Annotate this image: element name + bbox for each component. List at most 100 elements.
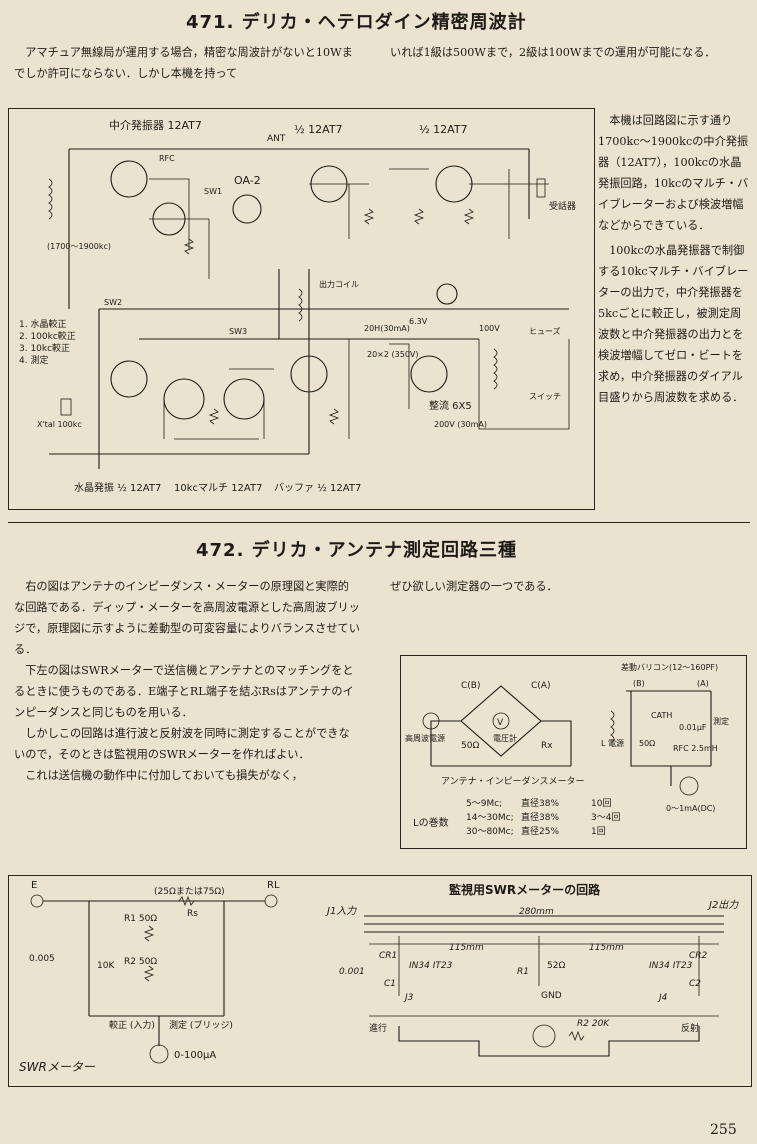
switch-list-1: 1. 水晶較正 bbox=[19, 318, 66, 330]
label-115mm-b: 115mm bbox=[589, 943, 624, 953]
section-472-left-text: 右の図はアンテナのインピーダンス・メーターの原理図と実際的な回路である．ディップ… bbox=[14, 576, 360, 786]
label-meter-range: 0〜1mA(DC) bbox=[666, 804, 715, 813]
label-c1: C1 bbox=[384, 979, 396, 989]
coil-heading: Lの巻数 bbox=[413, 816, 449, 829]
label-cap: 20×2 (350V) bbox=[367, 350, 419, 359]
label-200v: 200V (30mA) bbox=[434, 420, 487, 429]
label-choke: 20H(30mA) bbox=[364, 324, 410, 333]
label-forward: 進行 bbox=[369, 1022, 387, 1034]
label-rx: Rx bbox=[541, 741, 553, 751]
label-rf-source: 高周波電源 bbox=[405, 733, 445, 743]
label-in34-a: IN34 IT23 bbox=[409, 961, 453, 971]
label-a: (A) bbox=[697, 679, 709, 688]
coil-dia-3: 直径25% bbox=[521, 825, 559, 837]
label-52ohm: 52Ω bbox=[547, 961, 565, 971]
side-paragraph-2: 100kcの水晶発振器で制御する10kcマルチ・バイブレーターの出力で，中介発振… bbox=[598, 244, 749, 404]
impedance-caption: アンテナ・インピーダンスメーター bbox=[441, 775, 584, 787]
right-paragraph-1: ぜひ欲しい測定器の一つである． bbox=[390, 580, 558, 593]
label-tube-oa2: OA-2 bbox=[234, 174, 261, 187]
label-0001: 0.001 bbox=[339, 967, 365, 977]
left-paragraph-2: 下左の図はSWRメーターで送信機とアンテナとのマッチングをとるときに使うものであ… bbox=[14, 664, 354, 719]
heterodyne-frequency-meter-schematic: 中介発振器 12AT7 ½ 12AT7 ½ 12AT7 水晶発振 ½ 12AT7… bbox=[8, 108, 595, 510]
label-rl: RL bbox=[267, 880, 280, 891]
label-cr1: CR1 bbox=[379, 951, 397, 961]
label-tube-mv: 10kcマルチ 12AT7 bbox=[174, 482, 262, 494]
label-j1: J1入力 bbox=[325, 905, 357, 917]
label-range: (1700〜1900kc) bbox=[47, 242, 111, 251]
label-in34-b: IN34 IT23 bbox=[649, 961, 693, 971]
label-50ohm-b: 50Ω bbox=[639, 739, 655, 748]
label-r2-mon: R2 20K bbox=[577, 1019, 610, 1029]
swr-caption: SWRメーター bbox=[19, 1060, 96, 1074]
label-measure-bridge: 測定 (ブリッジ) bbox=[169, 1019, 233, 1031]
label-gnd: GND bbox=[541, 991, 562, 1001]
label-sw1: SW1 bbox=[204, 187, 222, 196]
label-j3: J3 bbox=[403, 993, 414, 1003]
intro-left-paragraph: アマチュア無線局が運用する場合，精密な周波計がないと10Wまでしか許可にならない… bbox=[14, 46, 353, 80]
tube-rectifier bbox=[410, 355, 448, 393]
section-472-right-text: ぜひ欲しい測定器の一つである． bbox=[390, 576, 740, 597]
label-j2: J2出力 bbox=[707, 899, 739, 911]
label-diff-varicon: 差動バリコン(12〜160PF) bbox=[621, 662, 718, 672]
swr-circuits-drawing: E RL (25Ωまたは75Ω) Rs R1 50Ω R2 50Ω 0.005 … bbox=[19, 880, 739, 1074]
coil-range-3: 30〜80Mc; bbox=[466, 827, 514, 837]
label-earphone: 受話器 bbox=[549, 200, 576, 212]
section-471-side-text: 本機は回路図に示す通り1700kc〜1900kcの中介発振器（12AT7），10… bbox=[598, 110, 750, 408]
section-divider bbox=[8, 522, 750, 523]
coil-dia-1: 直径38% bbox=[521, 797, 559, 809]
pilot-lamp bbox=[436, 283, 458, 305]
label-e: E bbox=[31, 880, 37, 891]
label-reflected: 反射 bbox=[681, 1022, 699, 1034]
label-tube-amp: ½ 12AT7 bbox=[419, 123, 468, 136]
label-280mm: 280mm bbox=[519, 907, 554, 917]
impedance-meter-drawing: V C(B) C(A) 高周波電源 50Ω Rx 電圧計 アンテナ・インピーダン… bbox=[405, 662, 729, 837]
label-c2: C2 bbox=[689, 979, 701, 989]
coil-turns-1: 10回 bbox=[591, 798, 611, 809]
tube-oa2 bbox=[232, 194, 262, 224]
label-ant: ANT bbox=[267, 134, 286, 144]
label-r1: R1 50Ω bbox=[124, 914, 157, 924]
label-measure: 測定 bbox=[713, 716, 729, 726]
label-xtal: X'tal 100kc bbox=[37, 420, 82, 429]
label-0005: 0.005 bbox=[29, 954, 55, 964]
coil-turns-3: 1回 bbox=[591, 826, 606, 837]
switch-list-3: 3. 10kc較正 bbox=[19, 342, 70, 354]
label-sw3: SW3 bbox=[229, 327, 247, 336]
label-001uf: 0.01μF bbox=[679, 723, 707, 732]
label-50ohm: 50Ω bbox=[461, 741, 479, 751]
label-cath: CATH bbox=[651, 711, 672, 720]
schematic-drawing: 中介発振器 12AT7 ½ 12AT7 ½ 12AT7 水晶発振 ½ 12AT7… bbox=[19, 118, 576, 494]
label-r2: R2 50Ω bbox=[124, 957, 157, 967]
label-calibrate: 較正 (入力) bbox=[109, 1019, 155, 1031]
monitor-caption: 監視用SWRメーターの回路 bbox=[449, 882, 601, 897]
label-rs: Rs bbox=[187, 909, 198, 919]
label-switch: スイッチ bbox=[529, 392, 561, 401]
swr-circuits-panel: E RL (25Ωまたは75Ω) Rs R1 50Ω R2 50Ω 0.005 … bbox=[8, 875, 752, 1087]
label-rfc: RFC 2.5mH bbox=[673, 744, 718, 753]
label-ca: C(A) bbox=[531, 681, 550, 691]
left-paragraph-1: 右の図はアンテナのインピーダンス・メーターの原理図と実際的な回路である．ディップ… bbox=[14, 580, 360, 656]
switch-list-2: 2. 100kc較正 bbox=[19, 330, 76, 342]
left-paragraph-4: これは送信機の動作中に付加しておいても損失がなく， bbox=[25, 769, 303, 782]
section-471-intro-right: いれば1級は500Wまで，2級は100Wまでの運用が可能になる． bbox=[390, 42, 740, 63]
section-471-title: 471. デリカ・ヘテロダイン精密周波計 bbox=[186, 12, 527, 33]
tube-multivib-b bbox=[223, 378, 265, 420]
coil-range-1: 5〜9Mc; bbox=[466, 799, 502, 809]
label-10k: 10K bbox=[97, 961, 115, 971]
label-cb: C(B) bbox=[461, 681, 480, 691]
label-6v3: 6.3V bbox=[409, 317, 428, 326]
label-rfc: RFC bbox=[159, 154, 175, 163]
label-j4: J4 bbox=[657, 993, 668, 1003]
coil-dia-2: 直径38% bbox=[521, 811, 559, 823]
tube-multivib-a bbox=[163, 378, 205, 420]
coil-turns-2: 3〜4回 bbox=[591, 812, 620, 823]
tube-amplifier bbox=[435, 165, 473, 203]
label-ohms: (25Ωまたは75Ω) bbox=[154, 886, 225, 897]
switch-list-4: 4. 測定 bbox=[19, 354, 48, 366]
section-471-intro-left: アマチュア無線局が運用する場合，精密な周波計がないと10Wまでしか許可にならない… bbox=[14, 42, 359, 84]
left-paragraph-3: しかしこの回路は進行波と反射波を同時に測定することができないので，そのときは監視… bbox=[14, 727, 350, 761]
coil-range-2: 14〜30Mc; bbox=[466, 813, 514, 823]
impedance-meter-diagram: V C(B) C(A) 高周波電源 50Ω Rx 電圧計 アンテナ・インピーダン… bbox=[400, 655, 747, 849]
section-472-title: 472. デリカ・アンテナ測定回路三種 bbox=[196, 540, 517, 561]
label-fuse: ヒューズ bbox=[529, 326, 561, 336]
